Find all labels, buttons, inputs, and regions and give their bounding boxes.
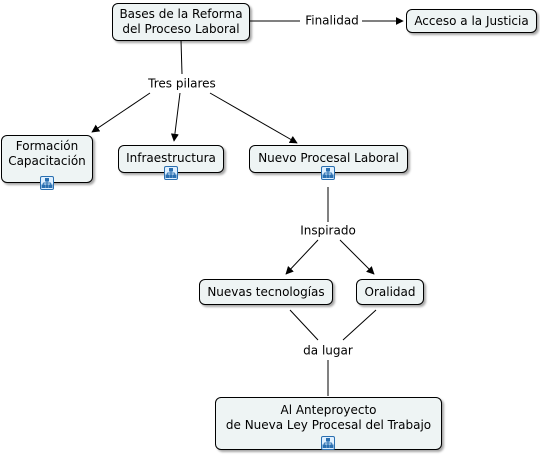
- link-label-finalidad: Finalidad: [303, 13, 361, 29]
- arrow-trespilares-infraestructura: [170, 92, 181, 142]
- concept-acceso-justicia[interactable]: Acceso a la Justicia: [406, 9, 537, 33]
- concept-anteproyecto-line2: de Nueva Ley Procesal del Trabajo: [225, 418, 432, 432]
- link-bases-trespilares: [180, 39, 183, 75]
- link-label-da-lugar: da lugar: [301, 343, 355, 359]
- concept-bases-line1: Bases de la Reforma: [119, 7, 243, 21]
- concept-infraestructura-label: Infraestructura: [126, 151, 216, 165]
- link-nuevastecnologias-dalugar: [289, 309, 319, 341]
- concept-nuevas-tecnologias-label: Nuevas tecnologías: [207, 284, 325, 299]
- concept-oralidad-label: Oralidad: [364, 284, 416, 299]
- concept-formacion-capacitacion[interactable]: Formación Capacitación: [1, 135, 93, 183]
- concept-acceso-label: Acceso a la Justicia: [414, 13, 529, 28]
- submap-icon[interactable]: [321, 436, 335, 450]
- submap-icon[interactable]: [40, 176, 54, 190]
- concept-nuevo-procesal-label: Nuevo Procesal Laboral: [258, 151, 399, 165]
- submap-icon[interactable]: [321, 166, 335, 180]
- concept-formacion-line1: Formación: [15, 139, 79, 153]
- concept-formacion-line2: Capacitación: [8, 154, 86, 168]
- concept-bases-line2: del Proceso Laboral: [122, 22, 240, 36]
- submap-icon[interactable]: [164, 166, 178, 180]
- link-label-inspirado: Inspirado: [298, 223, 358, 239]
- arrow-inspirado-nuevastecnologias: [285, 239, 319, 275]
- link-label-tres-pilares: Tres pilares: [146, 76, 218, 92]
- concept-anteproyecto[interactable]: Al Anteproyecto de Nueva Ley Procesal de…: [215, 397, 442, 450]
- link-oralidad-dalugar: [342, 309, 377, 341]
- concept-nuevas-tecnologias[interactable]: Nuevas tecnologías: [199, 279, 333, 305]
- concept-bases-reforma[interactable]: Bases de la Reforma del Proceso Laboral: [112, 3, 250, 41]
- arrow-trespilares-formacion: [91, 92, 151, 133]
- arrow-trespilares-nuevoprocesal: [209, 92, 298, 144]
- concept-anteproyecto-line1: Al Anteproyecto: [280, 403, 377, 417]
- concept-oralidad[interactable]: Oralidad: [356, 279, 424, 305]
- arrow-inspirado-oralidad: [339, 239, 375, 275]
